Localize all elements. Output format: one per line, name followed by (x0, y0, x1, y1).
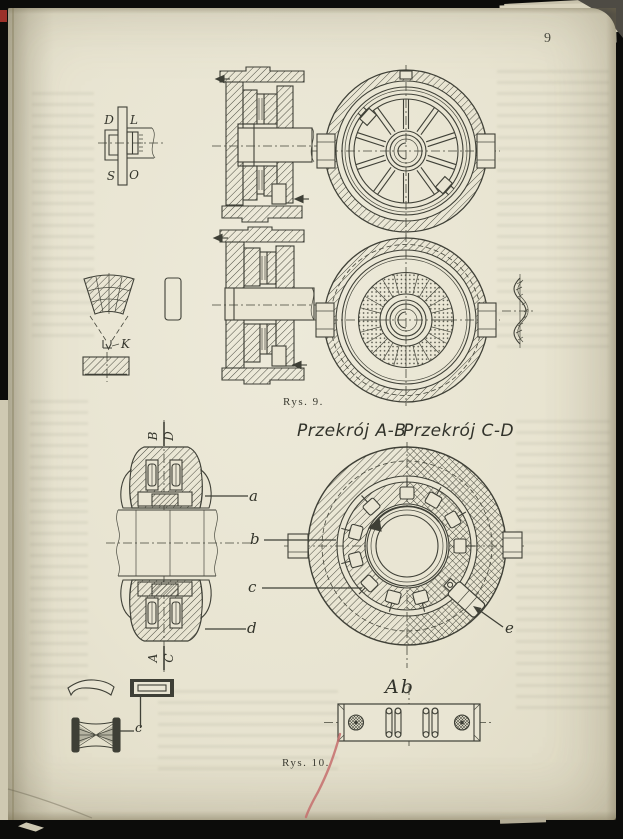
fig9-lining-bar-drawing (164, 277, 182, 321)
fig10-heading-section-cd: Przekrój C-D (403, 421, 515, 441)
fig9-wheel-spoked-drawing (312, 65, 500, 238)
section-mark-C: C (162, 653, 176, 662)
page-edge-line (12, 8, 14, 820)
part-e-arrowhead (473, 606, 482, 614)
fig9-caption: Rys. 9. (283, 396, 324, 408)
fig9-pad-wedge-drawing: K (82, 273, 135, 382)
fig9-disc-side-view-drawing: D L S O (98, 106, 164, 186)
fig9-wave-washer-profile-drawing (502, 274, 536, 348)
fig10-curved-shoe-drawing (67, 679, 115, 697)
underpage-left-strip (0, 400, 10, 820)
red-edge-mark (0, 10, 7, 22)
top-edge-shade (8, 8, 616, 14)
disc-label-S: S (107, 169, 115, 183)
paper-crease (7, 788, 93, 819)
part-label-a: a (249, 487, 258, 505)
part-label-c: c (248, 578, 257, 596)
section-mark-D: D (162, 431, 176, 442)
section-mark-B: B (146, 431, 160, 441)
bottom-edge-shade (8, 811, 616, 820)
fig10-radial-section-drawing (284, 442, 524, 668)
red-pencil-mark (304, 732, 342, 819)
disc-label-O: O (129, 168, 139, 182)
bleedthrough-text-left-bottom (30, 400, 88, 700)
fig10-caption: Rys. 10. (282, 757, 330, 769)
page-number: 9 (544, 31, 551, 46)
fig10-roller-cage-strip-drawing (324, 686, 492, 746)
roller-part-label-c: c (135, 721, 143, 736)
part-label-b: b (250, 530, 260, 548)
fig10-heading-section-ab: Przekrój A-B (297, 421, 407, 441)
bleedthrough-text-right-top (497, 70, 609, 352)
fig10-cage-plate-drawing (130, 679, 174, 697)
part-label-d: d (247, 619, 257, 637)
pad-label-K: K (120, 337, 131, 351)
fig10-axial-section-drawing: B D A C (106, 420, 252, 672)
disc-label-L: L (129, 113, 138, 127)
bleedthrough-text-bottom (158, 690, 338, 772)
fig10-detail-heading: Ab (385, 676, 415, 698)
fig10-roller-spool-drawing (71, 717, 121, 753)
fig9-wheel-segmented-drawing (312, 233, 500, 406)
section-mark-A: A (146, 653, 160, 663)
gutter-shadow (8, 8, 54, 820)
disc-label-D: D (103, 113, 114, 127)
fig9-section-upper-drawing (212, 66, 318, 223)
bleedthrough-text-left-top (32, 92, 94, 344)
right-edge-shade (606, 8, 616, 820)
part-label-e: e (505, 619, 514, 637)
fig9-section-lower-drawing (212, 226, 318, 385)
bleedthrough-text-right-bottom (516, 420, 610, 710)
